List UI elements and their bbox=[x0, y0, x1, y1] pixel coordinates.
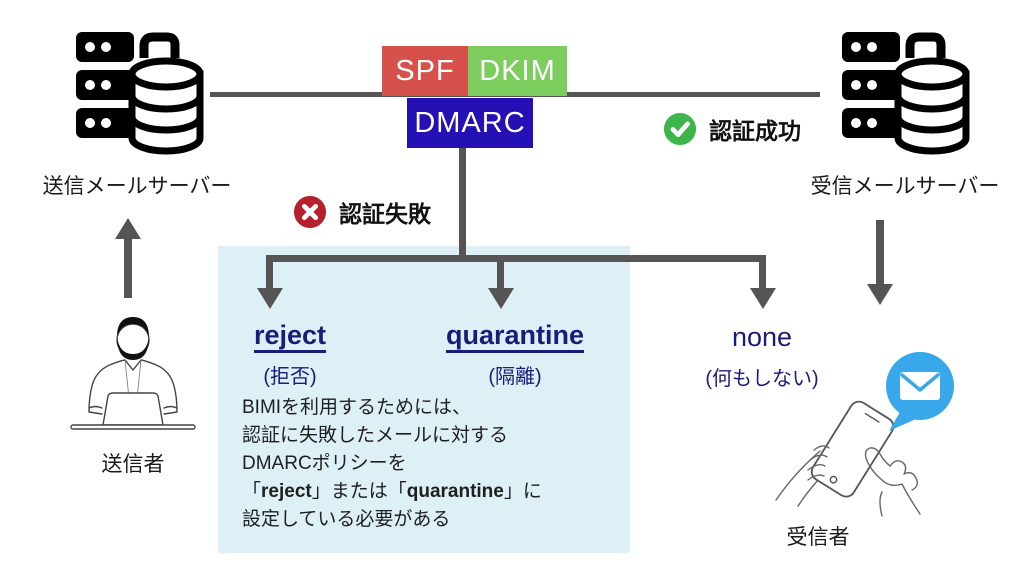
auth-failure-status: 認証失敗 bbox=[293, 195, 431, 229]
reject-arrow-shaft bbox=[266, 255, 273, 288]
delivery-arrow-shaft bbox=[876, 220, 884, 285]
none-arrow-shaft bbox=[759, 255, 766, 288]
receiver-label: 受信者 bbox=[786, 526, 850, 549]
policy-branch-line bbox=[266, 255, 766, 262]
policy-none-annotation: (何もしない) bbox=[705, 368, 819, 390]
note-line-4-quarantine: quarantine bbox=[406, 481, 504, 502]
note-line-4-mid: 」または「 bbox=[311, 481, 407, 502]
sender-server-label: 送信メールサーバー bbox=[42, 175, 232, 198]
x-circle-icon bbox=[293, 195, 327, 229]
dkim-label: DKIM bbox=[479, 54, 556, 87]
none-arrow-head bbox=[750, 288, 776, 309]
policy-quarantine: quarantine bbox=[445, 320, 585, 350]
bimi-requirement-note: BIMIを利用するためには、 認証に失敗したメールに対する DMARCポリシーを… bbox=[242, 394, 624, 534]
auth-success-status: 認証成功 bbox=[663, 112, 801, 146]
hands-phone-icon bbox=[770, 388, 950, 520]
quarantine-arrow-shaft bbox=[497, 255, 504, 288]
auth-failure-label: 認証失敗 bbox=[339, 201, 431, 227]
delivery-arrow-head bbox=[867, 284, 893, 305]
check-circle-icon bbox=[663, 112, 697, 146]
mail-bubble-icon bbox=[882, 350, 958, 436]
note-line-4: 「reject」または「quarantine」に bbox=[242, 478, 624, 506]
sender-server-icon bbox=[72, 26, 204, 162]
policy-quarantine-annotation: (隔離) bbox=[488, 366, 542, 388]
receiver-server-label: 受信メールサーバー bbox=[810, 175, 1000, 198]
receiver-server-icon bbox=[838, 26, 970, 162]
note-line-4-reject: reject bbox=[261, 481, 312, 502]
policy-reject-annotation: (拒否) bbox=[263, 366, 317, 388]
note-line-2: 認証に失敗したメールに対する bbox=[242, 425, 509, 446]
note-line-5: 設定している必要がある bbox=[242, 509, 451, 530]
spf-label: SPF bbox=[395, 54, 455, 87]
sender-label: 送信者 bbox=[101, 453, 165, 476]
note-line-3: DMARCポリシーを bbox=[242, 453, 407, 474]
spf-box: SPF bbox=[382, 46, 468, 96]
person-at-laptop-icon bbox=[65, 312, 200, 438]
send-arrow-shaft bbox=[124, 238, 132, 298]
note-line-1: BIMIを利用するためには、 bbox=[242, 397, 472, 418]
send-arrow-head bbox=[115, 218, 141, 239]
dmarc-label: DMARC bbox=[414, 106, 526, 139]
note-line-4-post: 」に bbox=[503, 481, 542, 502]
policy-none: none bbox=[731, 322, 793, 352]
reject-arrow-head bbox=[257, 288, 283, 309]
note-line-4-pre: 「 bbox=[242, 481, 262, 502]
dkim-box: DKIM bbox=[468, 46, 567, 96]
quarantine-arrow-head bbox=[488, 288, 514, 309]
dmarc-box: DMARC bbox=[407, 98, 533, 148]
policy-panel bbox=[218, 246, 630, 553]
auth-success-label: 認証成功 bbox=[709, 118, 801, 144]
dmarc-branch-line bbox=[459, 148, 466, 262]
policy-reject: reject bbox=[253, 320, 327, 350]
